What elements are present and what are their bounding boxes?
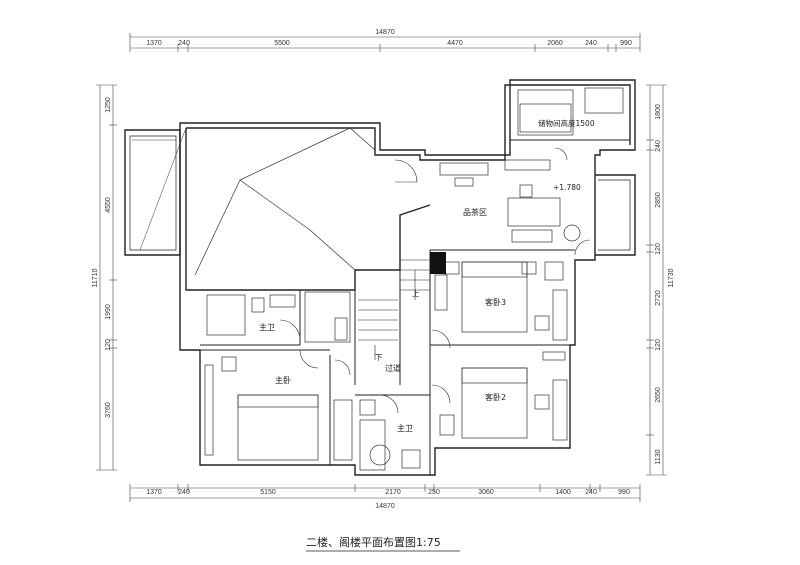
label-hallway: 过道 <box>385 363 401 373</box>
dim-bottom-total: 14870 <box>375 503 395 510</box>
drawing-title: 二楼、阁楼平面布置图1:75 <box>306 535 441 549</box>
label-stair-down: 下 <box>375 353 383 362</box>
dim-right-4: 120 <box>655 243 662 255</box>
dimension-labels: 14870 1370 240 5500 4470 2060 240 990 13… <box>92 29 675 510</box>
dim-bottom-8: 240 <box>585 489 597 496</box>
dim-bottom-5: 250 <box>428 489 440 496</box>
column-block <box>430 252 446 274</box>
label-master-bedroom: 主卧 <box>275 375 291 385</box>
dim-right-8: 1130 <box>655 449 662 464</box>
dim-bottom-1: 1370 <box>146 489 162 496</box>
dim-bottom-3: 5150 <box>260 489 276 496</box>
dim-left-total: 11710 <box>92 268 99 287</box>
label-tea-area: 品茶区 <box>463 207 487 217</box>
dim-bottom-7: 1400 <box>555 489 571 496</box>
furniture <box>204 87 624 471</box>
dim-right-3: 2850 <box>655 192 662 208</box>
roof-slope-lines <box>132 127 376 276</box>
dim-top-4: 4470 <box>447 40 463 47</box>
label-guest-bedroom-3: 客卧3 <box>485 297 506 307</box>
dim-left-2: 4550 <box>105 197 112 213</box>
dim-top-3: 5500 <box>274 40 290 47</box>
dim-right-7: 2650 <box>655 387 662 403</box>
door-swings <box>279 147 591 414</box>
dim-top-total: 14870 <box>375 29 395 36</box>
interior-walls <box>200 139 630 475</box>
dim-top-6: 240 <box>585 40 597 47</box>
dim-right-total: 11730 <box>668 268 675 287</box>
dim-right-1: 1800 <box>655 104 662 120</box>
dim-bottom-9: 990 <box>618 489 630 496</box>
room-labels: 储物间高度1500 +1.780 品茶区 客卧3 客卧2 主卫 主卧 主卫 过道… <box>259 118 595 433</box>
label-elevation: +1.780 <box>553 183 581 192</box>
dim-top-2: 240 <box>178 40 190 47</box>
dim-bottom-2: 240 <box>178 489 190 496</box>
dim-top-7: 990 <box>620 40 632 47</box>
dim-right-6: 120 <box>655 339 662 351</box>
label-guest-bedroom-2: 客卧2 <box>485 392 506 402</box>
label-storage: 储物间高度1500 <box>538 118 595 128</box>
label-master-bath: 主卫 <box>259 322 275 332</box>
dim-left-5: 3760 <box>105 402 112 418</box>
dim-left-4: 120 <box>105 339 112 351</box>
dimension-lines <box>96 33 667 502</box>
dim-bottom-6: 3060 <box>478 489 494 496</box>
exterior-walls <box>124 79 636 476</box>
dim-bottom-4: 2170 <box>385 489 401 496</box>
dim-top-1: 1370 <box>146 40 162 47</box>
dim-top-5: 2060 <box>547 40 563 47</box>
label-bath: 主卫 <box>397 423 413 433</box>
dim-left-1: 1250 <box>105 97 112 113</box>
dim-right-2: 240 <box>655 140 662 152</box>
dim-right-5: 2720 <box>655 290 662 306</box>
dim-left-3: 1990 <box>105 304 112 320</box>
label-stair-up: 上 <box>412 289 420 298</box>
